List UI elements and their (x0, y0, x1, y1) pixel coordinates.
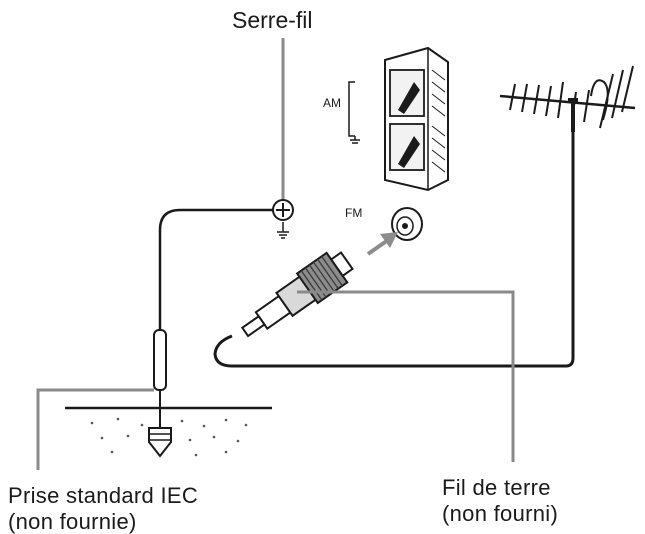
iec-socket-label-line2: (non fournie) (8, 509, 137, 534)
fm-label: FM (345, 206, 363, 220)
am-label: AM (323, 96, 341, 110)
ground-wire-label-line1: Fil de terre (442, 475, 551, 500)
fm-jack-icon (391, 207, 423, 241)
fm-outdoor-antenna-icon (499, 65, 636, 148)
fm-antenna-cable (213, 130, 575, 368)
terminal-to-rod-wire (158, 208, 273, 330)
ground-wire-leader (297, 290, 515, 462)
iec-leader-wire (36, 388, 154, 470)
clamp-label: Serre-fil (232, 7, 313, 33)
iec-socket-label-line1: Prise standard IEC (8, 483, 199, 508)
ground-rod (153, 329, 167, 428)
ground-wire-label-line2: (non fourni) (442, 501, 559, 526)
ground-surface (65, 406, 272, 457)
insert-arrow-icon (366, 232, 398, 256)
ground-terminal-icon (272, 199, 294, 221)
ground-symbol-icon (277, 222, 289, 239)
fm-coaxial-plug-icon (240, 251, 354, 338)
am-bracket (348, 81, 360, 144)
am-loop-antenna-icon (384, 46, 449, 192)
ground-stake-icon (148, 427, 172, 458)
